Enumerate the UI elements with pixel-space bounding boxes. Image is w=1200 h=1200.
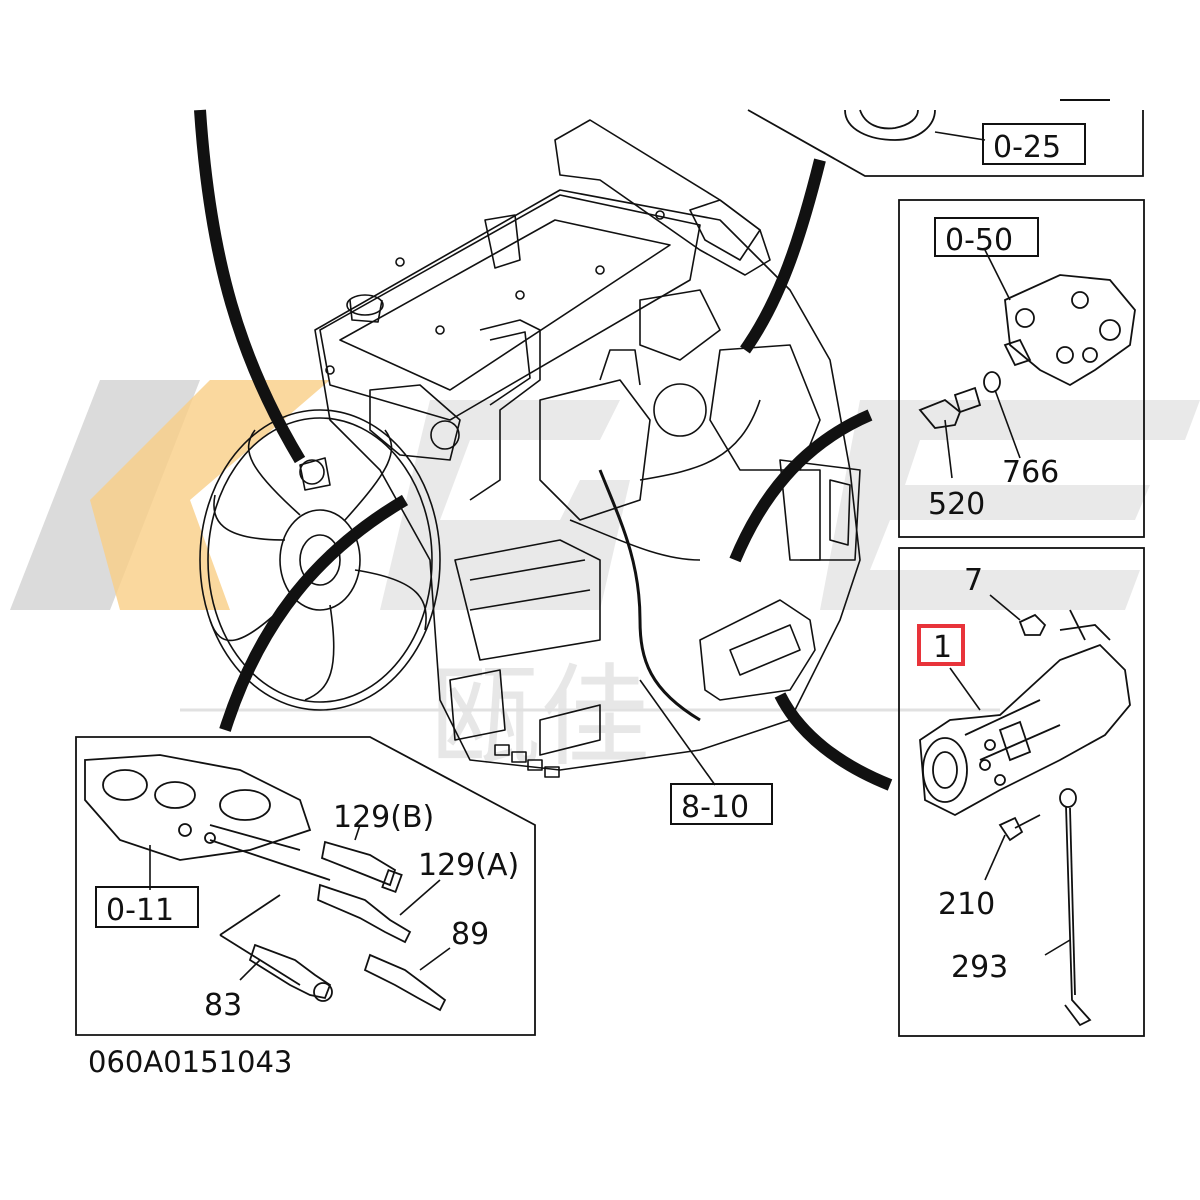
diagram-code: 060A0151043 — [88, 1045, 292, 1079]
part-label-89[interactable]: 89 — [451, 917, 489, 952]
ref-label-0-50[interactable]: 0-50 — [945, 223, 1013, 258]
leader-curves — [194, 109, 893, 791]
part-label-129a[interactable]: 129(A) — [418, 848, 519, 883]
inset-0-50 — [898, 199, 1145, 538]
part-label-210[interactable]: 210 — [938, 887, 995, 922]
watermark: 瓯佳 — [10, 380, 1200, 781]
reference-leaders — [149, 131, 1071, 981]
part-label-129b[interactable]: 129(B) — [333, 800, 434, 835]
ref-box-8-10 — [670, 783, 773, 825]
part-label-83[interactable]: 83 — [204, 988, 242, 1023]
ref-label-8-10[interactable]: 8-10 — [681, 790, 749, 825]
inset-0-25 — [747, 99, 1144, 177]
ref-box-0-50 — [934, 217, 1039, 257]
ref-box-0-11 — [95, 886, 199, 928]
ref-label-0-25[interactable]: 0-25 — [993, 130, 1061, 165]
part-label-520[interactable]: 520 — [928, 487, 985, 522]
ref-label-0-11[interactable]: 0-11 — [106, 893, 174, 928]
part-label-293[interactable]: 293 — [951, 950, 1008, 985]
inset-starter — [898, 547, 1145, 1037]
ref-box-0-25 — [982, 123, 1086, 165]
part-label-766[interactable]: 766 — [1002, 455, 1059, 490]
part-label-7[interactable]: 7 — [964, 563, 983, 598]
highlight-box-part-1[interactable] — [917, 624, 965, 666]
inset-0-11 — [75, 736, 536, 1036]
engine-drawing — [199, 119, 861, 778]
part-label-1[interactable]: 1 — [933, 630, 952, 665]
